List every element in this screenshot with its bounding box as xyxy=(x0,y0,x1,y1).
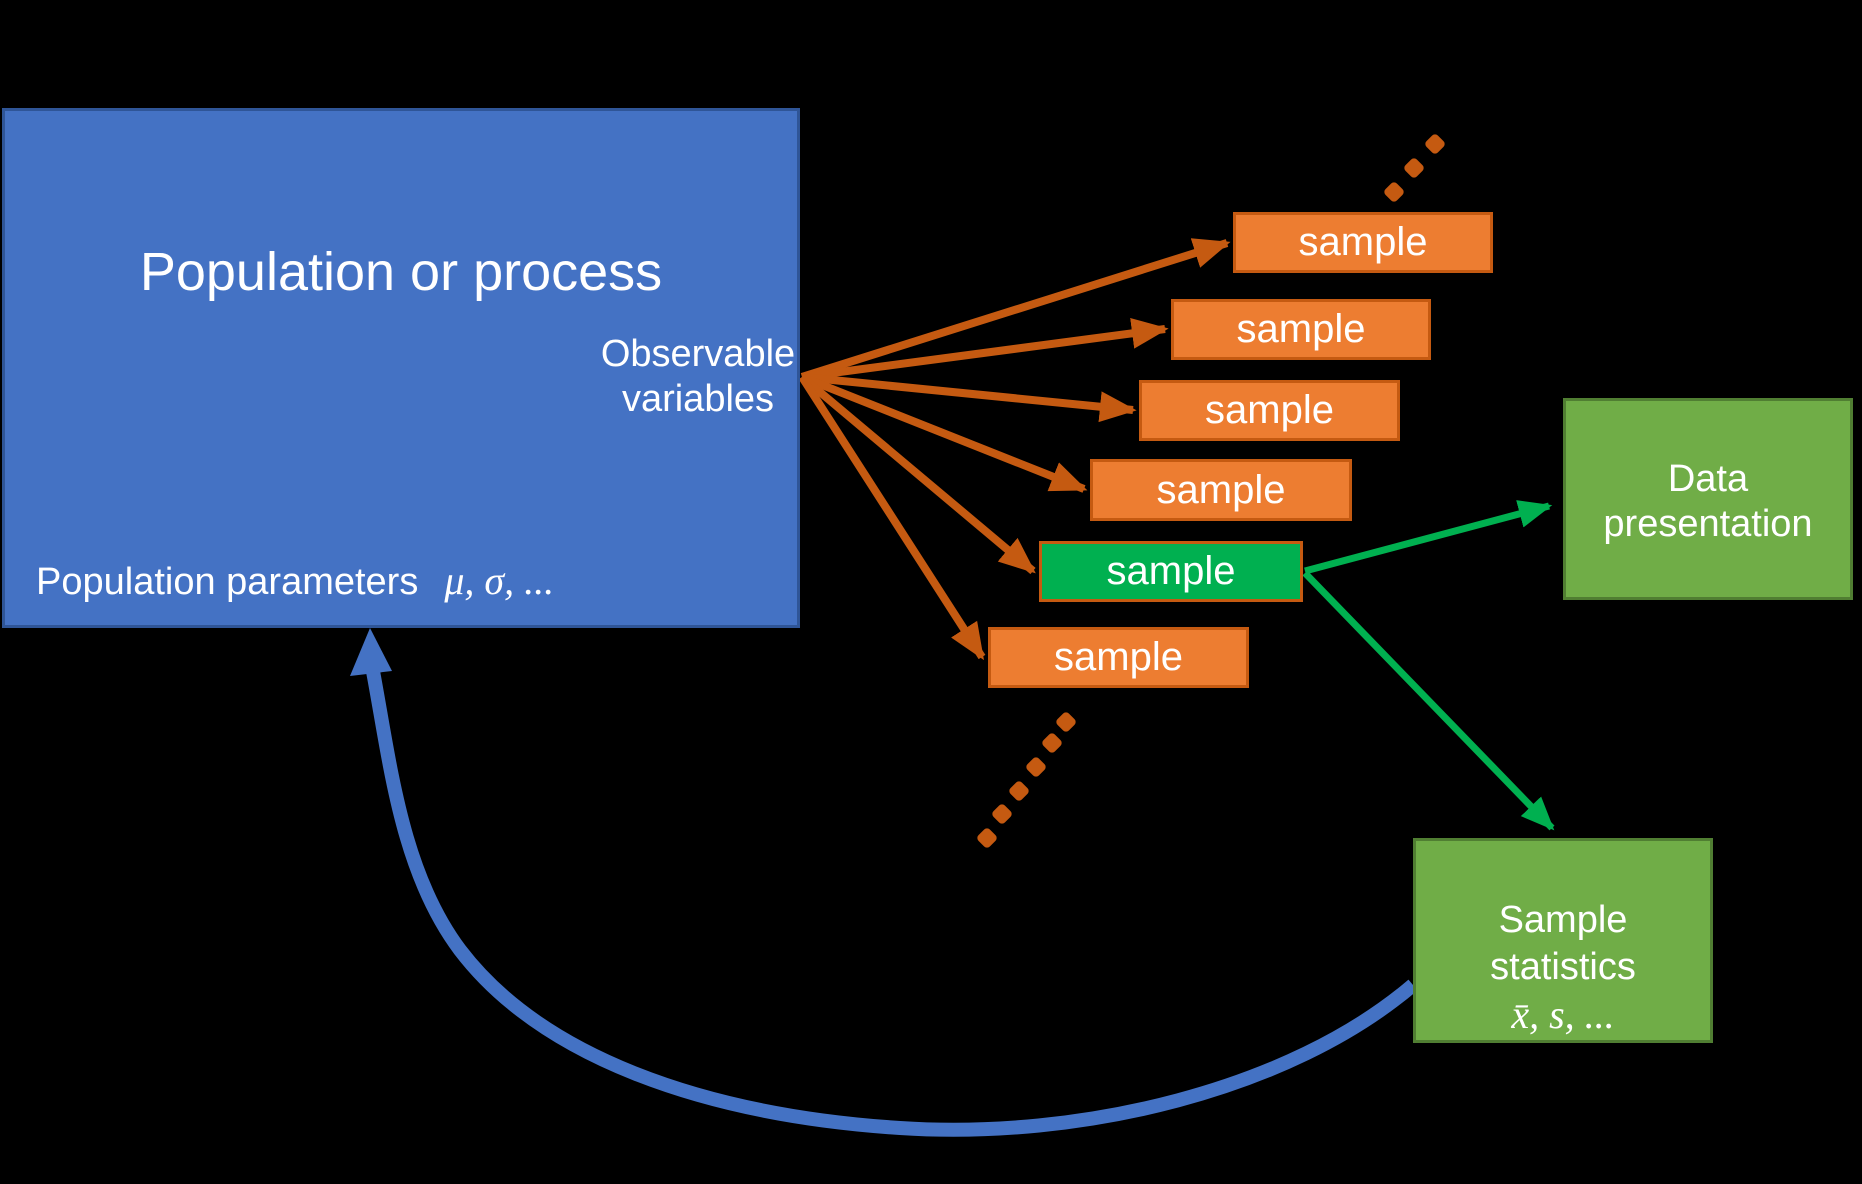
sample-continuation-dot xyxy=(1042,733,1062,753)
population-box-title: Population or process xyxy=(139,242,663,302)
inference-arrowhead xyxy=(350,628,392,676)
sample-box-label: sample xyxy=(1054,635,1183,679)
observable-variables-label: Observable variables xyxy=(548,332,848,422)
sample-continuation-dot xyxy=(1056,712,1076,732)
sample-box-6: sample xyxy=(988,627,1249,688)
data-presentation-line1: Data xyxy=(1667,458,1749,500)
sample-continuation-dot xyxy=(1384,182,1404,202)
population-parameters-text: Population parameters xyxy=(36,561,419,603)
sample-continuation-dot xyxy=(1009,781,1029,801)
sampling-arrow-5 xyxy=(799,373,1036,575)
population-parameters-label: Population parameters μ, σ, ... xyxy=(36,558,554,605)
sampling-arrows xyxy=(798,238,1231,661)
sample-continuation-dot xyxy=(1026,757,1046,777)
observable-variables-line1: Observable xyxy=(600,333,796,375)
sampling-arrow-3 xyxy=(801,373,1137,423)
sample-box-label: sample xyxy=(1205,388,1334,432)
sample-statistics-line1: Sample xyxy=(1498,899,1628,941)
inference-arc xyxy=(365,664,1418,1137)
sample-box-3: sample xyxy=(1139,380,1400,441)
sampling-arrow-6 xyxy=(798,374,986,661)
sample-continuation-dot xyxy=(1404,158,1424,178)
observable-variables-line2: variables xyxy=(621,378,775,420)
sample-box-label: sample xyxy=(1236,307,1366,351)
sample-box-2: sample xyxy=(1171,299,1431,360)
sample-box-1: sample xyxy=(1233,212,1493,273)
sample-statistics-box: Sample statistics x̄, s, ... xyxy=(1413,838,1713,1043)
sample-continuation-dot xyxy=(1425,134,1445,154)
sample-continuation-dot xyxy=(977,828,997,848)
population-parameters-symbols: μ, σ, ... xyxy=(444,558,555,603)
sample-box-label: sample xyxy=(1298,220,1428,264)
sample-continuation-dot xyxy=(992,804,1012,824)
sample-box-label: sample xyxy=(1106,549,1236,593)
data-presentation-box: Data presentation xyxy=(1563,398,1853,600)
sampling-arrow-1 xyxy=(800,238,1231,381)
sample-statistics-line2: statistics xyxy=(1490,946,1636,988)
analysis-arrows xyxy=(1302,500,1555,831)
sampling-arrow-4 xyxy=(800,373,1088,493)
population-box xyxy=(2,108,800,628)
arrow-to-data-presentation xyxy=(1304,500,1553,575)
sample-box-4: sample xyxy=(1090,459,1352,521)
data-presentation-line2: presentation xyxy=(1603,503,1813,545)
sample-box-label: sample xyxy=(1156,467,1286,512)
arrow-to-sample-statistics xyxy=(1302,570,1555,831)
sampling-arrow-2 xyxy=(801,318,1169,381)
sample-box-5-highlighted: sample xyxy=(1039,541,1303,602)
more-samples-dots-bottom xyxy=(977,712,1076,848)
sample-statistics-symbols: x̄, s, ... xyxy=(1511,992,1615,1037)
inference-feedback-arrow xyxy=(350,628,1418,1137)
more-samples-dots-top xyxy=(1384,134,1445,202)
